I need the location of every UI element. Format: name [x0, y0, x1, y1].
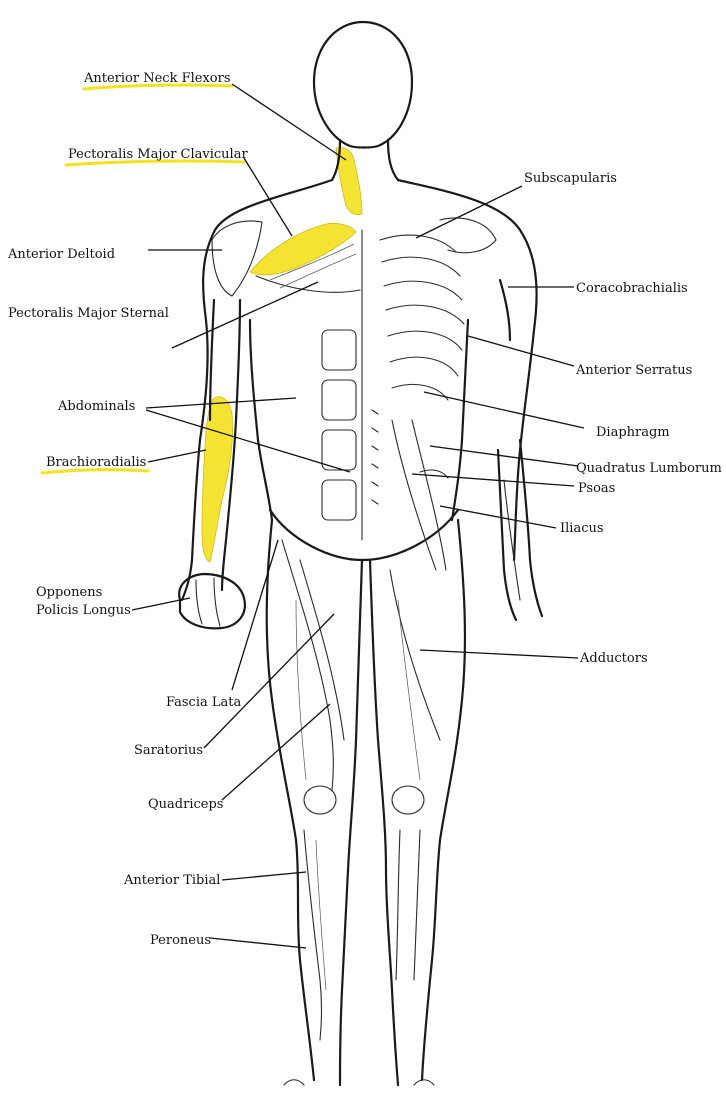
- labels: Anterior Neck Flexors Pectoralis Major C…: [7, 71, 722, 948]
- leader-pectoralis-sternal: [172, 282, 318, 348]
- label-subscapularis: Subscapularis: [524, 171, 617, 186]
- label-brachioradialis: Brachioradialis: [46, 455, 146, 470]
- highlight-pectoralis-clavicular: [250, 223, 356, 274]
- label-anterior-tibial: Anterior Tibial: [123, 873, 220, 888]
- label-pectoralis-major-sternal: Pectoralis Major Sternal: [8, 306, 169, 321]
- leader-quadratus-lumborum: [430, 446, 578, 466]
- leader-subscapularis: [416, 186, 522, 238]
- label-diaphragm: Diaphragm: [596, 425, 670, 440]
- leader-anterior-neck-flexors: [232, 84, 346, 160]
- label-coracobrachialis: Coracobrachialis: [576, 281, 688, 296]
- leader-psoas: [412, 474, 574, 486]
- label-anterior-neck-flexors: Anterior Neck Flexors: [83, 71, 231, 86]
- leader-pectoralis-clavicular: [244, 158, 292, 236]
- label-abdominals: Abdominals: [57, 399, 135, 414]
- leader-saratorius: [204, 614, 334, 748]
- highlight-brachioradialis: [202, 397, 233, 562]
- leader-peroneus: [210, 938, 306, 948]
- label-saratorius: Saratorius: [134, 743, 203, 758]
- leader-quadriceps: [222, 704, 330, 800]
- leader-anterior-serratus: [468, 336, 574, 366]
- leader-diaphragm: [424, 392, 584, 428]
- underline-brachioradialis: [42, 470, 148, 473]
- label-anterior-serratus: Anterior Serratus: [575, 363, 692, 378]
- muscle-detail: [212, 218, 520, 1040]
- leader-abdominals-2: [146, 410, 350, 472]
- label-adductors: Adductors: [579, 651, 648, 666]
- leader-adductors: [420, 650, 578, 658]
- leader-opponens: [132, 598, 190, 610]
- label-pectoralis-major-clavicular: Pectoralis Major Clavicular: [68, 147, 248, 162]
- label-psoas: Psoas: [578, 481, 615, 496]
- label-peroneus: Peroneus: [150, 933, 211, 948]
- label-quadratus-lumborum: Quadratus Lumborum: [576, 461, 722, 476]
- body-outline: [179, 22, 542, 1085]
- label-opponens-line2: Policis Longus: [36, 603, 131, 618]
- label-anterior-deltoid: Anterior Deltoid: [7, 247, 115, 262]
- label-quadriceps: Quadriceps: [148, 797, 223, 812]
- label-iliacus: Iliacus: [560, 521, 604, 536]
- label-fascia-lata: Fascia Lata: [166, 695, 241, 710]
- leader-fascia-lata: [232, 540, 278, 690]
- label-opponens-line1: Opponens: [36, 585, 102, 600]
- leader-anterior-tibial: [222, 872, 306, 880]
